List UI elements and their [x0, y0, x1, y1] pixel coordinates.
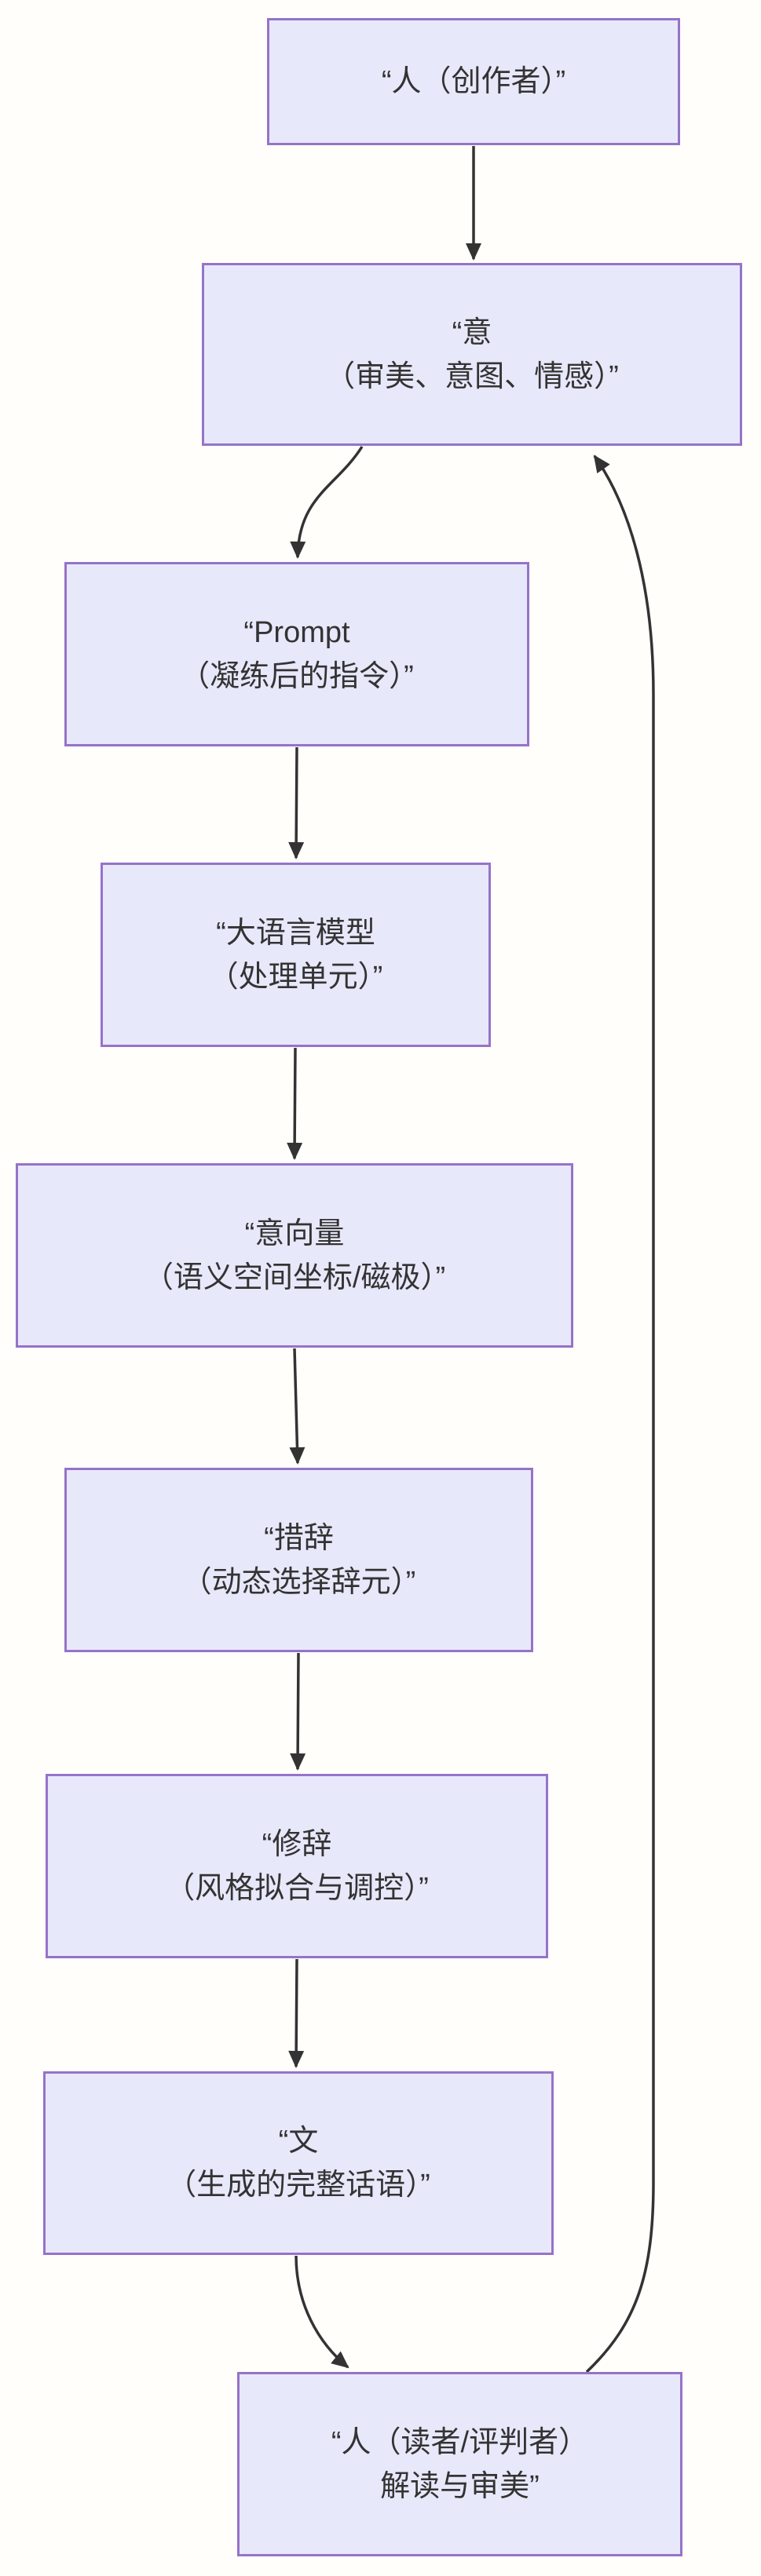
edge-intent-to-prompt [290, 446, 364, 559]
node-label-line: “措辞 [264, 1521, 334, 1555]
node-llm: “大语言模型 （处理单元）” [101, 863, 491, 1047]
edge-intent-vector-to-diction [289, 1348, 305, 1465]
node-prompt: “Prompt （凝练后的指令）” [64, 562, 529, 746]
edge-prompt-to-llm [288, 746, 305, 859]
node-label-line: “人（读者/评判者） [331, 2425, 589, 2459]
node-label-line: 解读与审美” [380, 2469, 540, 2503]
edge-text-to-reader [295, 2255, 349, 2369]
node-diction: “措辞 （动态选择辞元）” [64, 1468, 533, 1652]
edge-reader-feedback-to-intent [585, 454, 655, 2373]
node-label-line: （生成的完整话语）” [166, 2169, 430, 2202]
node-label-line: （凝练后的指令）” [180, 659, 414, 693]
node-label-line: “修辞 [262, 1827, 332, 1861]
node-label-line: “文 [278, 2125, 319, 2158]
node-label-line: （语义空间坐标/磁极）” [143, 1261, 446, 1294]
node-label-line: （动态选择辞元）” [181, 1565, 416, 1599]
node-label-line: “大语言模型 [216, 916, 375, 950]
node-label-line: “意 [452, 316, 492, 349]
node-label-line: （风格拟合与调控）” [165, 1871, 429, 1905]
node-label-line: （审美、意图、情感）” [325, 359, 619, 393]
node-intent: “意 （审美、意图、情感）” [202, 263, 742, 446]
node-human-creator: “人（创作者）” [267, 18, 680, 145]
node-label-line: “Prompt [243, 615, 350, 649]
edge-rhetoric-to-text [288, 1958, 305, 2068]
node-rhetoric: “修辞 （风格拟合与调控）” [46, 1774, 548, 1958]
node-label-line: （处理单元）” [208, 960, 383, 994]
node-text-output: “文 （生成的完整话语）” [43, 2071, 554, 2255]
node-label-line: “人（创作者）” [381, 65, 566, 98]
node-human-reader: “人（读者/评判者） 解读与审美” [237, 2372, 682, 2556]
node-intent-vector: “意向量 （语义空间坐标/磁极）” [16, 1163, 573, 1348]
node-label-line: “意向量 [244, 1217, 345, 1250]
